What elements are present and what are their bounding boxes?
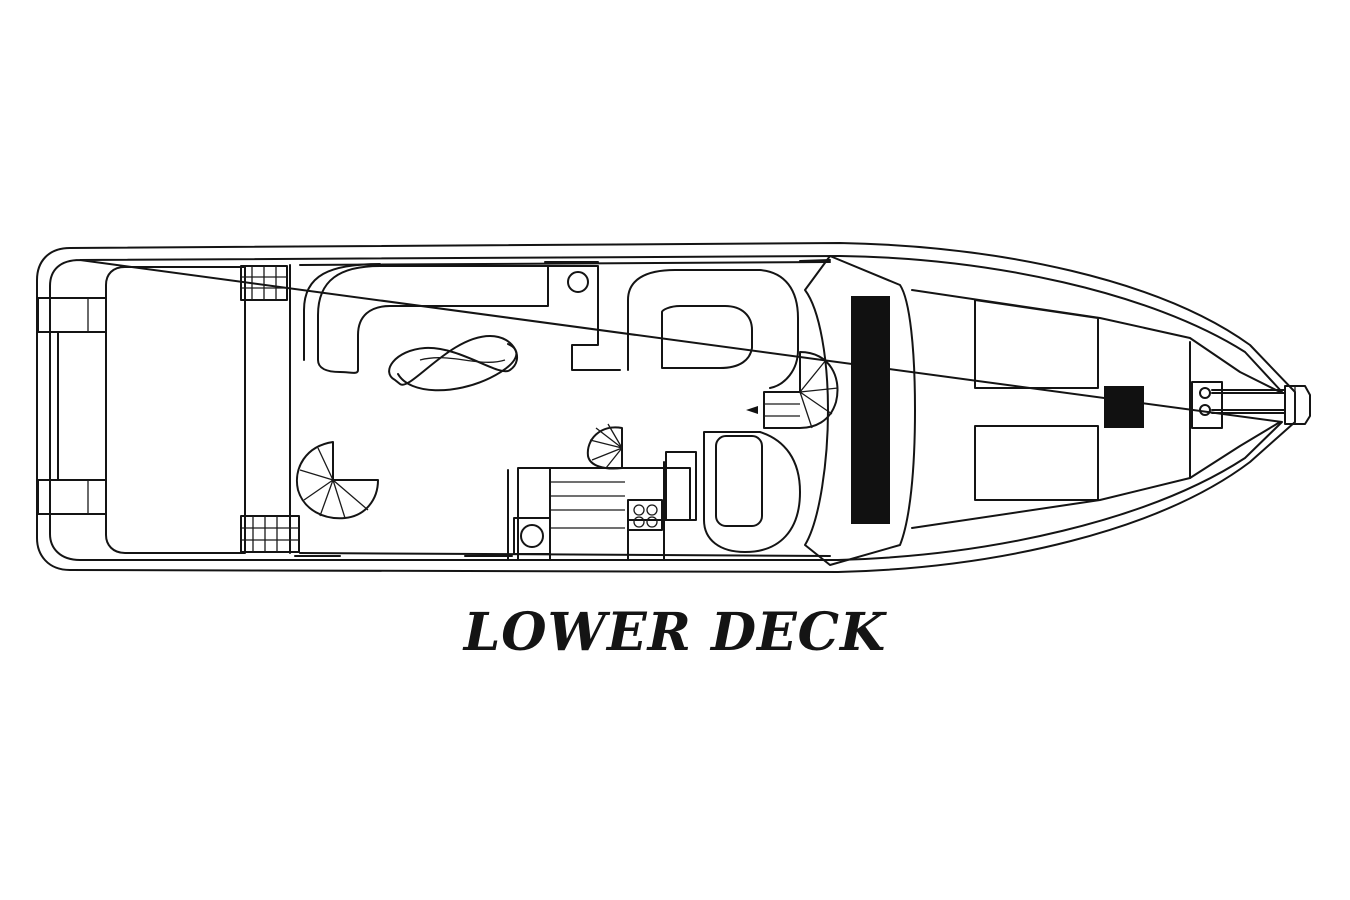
dinette (627, 269, 801, 553)
salon-table (388, 335, 519, 392)
spiral-stair-mid (586, 423, 623, 470)
stern-stairs (240, 265, 300, 553)
head-compartment (513, 517, 551, 555)
deck-cleats (294, 259, 831, 557)
stern-platform (37, 297, 107, 515)
bow-fittings (1199, 385, 1311, 425)
galley (507, 265, 691, 561)
helm-dashboard (851, 296, 890, 524)
sink-icon (567, 271, 589, 293)
cooktop-icon (627, 499, 663, 531)
plan-title: LOWER DECK (463, 602, 887, 663)
spiral-stair-fwd (746, 351, 839, 429)
helm (804, 255, 916, 566)
hull-outline (36, 242, 1296, 573)
forward-hatch (1104, 386, 1144, 428)
salon-sofa (303, 263, 549, 374)
spiral-stair-aft (295, 441, 379, 520)
foredeck (911, 289, 1281, 529)
dinette-table (715, 435, 763, 527)
toilet-icon (520, 524, 544, 548)
